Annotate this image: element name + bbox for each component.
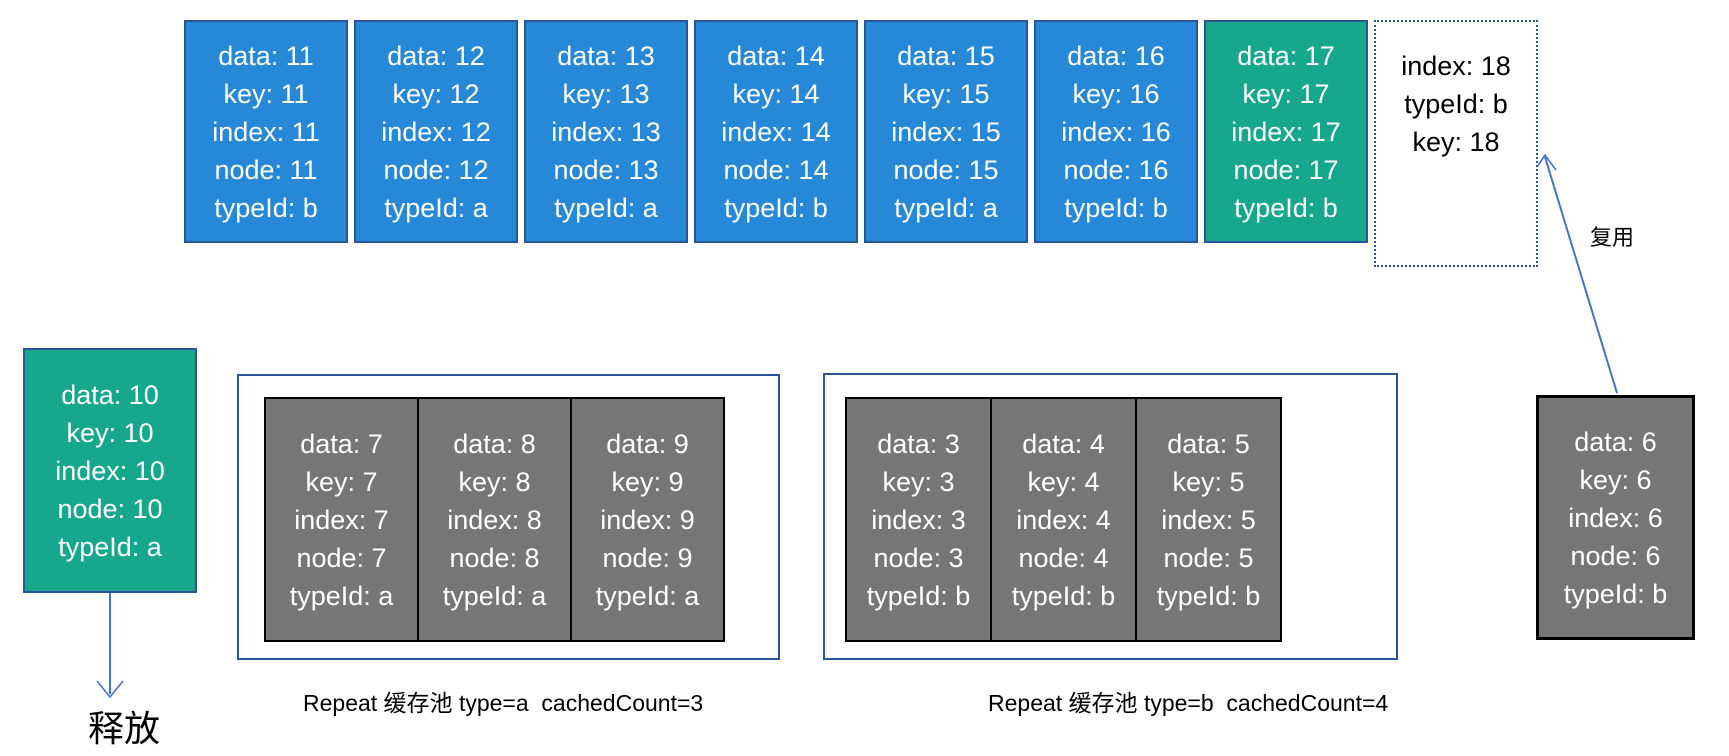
rendered-items-row: data: 11 key: 11 index: 11 node: 11 type… bbox=[184, 20, 1538, 267]
release-annotation: 释放 bbox=[88, 708, 161, 749]
card-text: data: 4 key: 4 index: 4 node: 4 typeId: … bbox=[1011, 428, 1116, 611]
cache-pool-b-label: Repeat 缓存池 type=b cachedCount=4 bbox=[988, 690, 1389, 716]
card-data-5: data: 5 key: 5 index: 5 node: 5 typeId: … bbox=[1135, 397, 1282, 642]
card-data-16: data: 16 key: 16 index: 16 node: 16 type… bbox=[1034, 20, 1198, 243]
card-text: data: 3 key: 3 index: 3 node: 3 typeId: … bbox=[866, 428, 971, 611]
card-text: index: 18 typeId: b key: 18 bbox=[1401, 51, 1511, 157]
card-text: data: 14 key: 14 index: 14 node: 14 type… bbox=[721, 40, 831, 223]
reused-card-6: data: 6 key: 6 index: 6 node: 6 typeId: … bbox=[1536, 395, 1695, 640]
card-data-13: data: 13 key: 13 index: 13 node: 13 type… bbox=[524, 20, 688, 243]
card-text: data: 5 key: 5 index: 5 node: 5 typeId: … bbox=[1156, 428, 1261, 611]
card-data-17: data: 17 key: 17 index: 17 node: 17 type… bbox=[1204, 20, 1368, 243]
card-text: data: 6 key: 6 index: 6 node: 6 typeId: … bbox=[1563, 426, 1668, 609]
card-text: data: 9 key: 9 index: 9 node: 9 typeId: … bbox=[595, 428, 700, 611]
card-text: data: 7 key: 7 index: 7 node: 7 typeId: … bbox=[289, 428, 394, 611]
released-card-10: data: 10 key: 10 index: 10 node: 10 type… bbox=[23, 348, 197, 593]
reuse-arrow bbox=[1532, 153, 1618, 394]
placeholder-card-18: index: 18 typeId: b key: 18 bbox=[1374, 20, 1538, 267]
cache-pool-type-a: data: 7 key: 7 index: 7 node: 7 typeId: … bbox=[237, 374, 780, 660]
card-text: data: 15 key: 15 index: 15 node: 15 type… bbox=[891, 40, 1001, 223]
card-data-3: data: 3 key: 3 index: 3 node: 3 typeId: … bbox=[845, 397, 992, 642]
reuse-annotation: 复用 bbox=[1590, 225, 1635, 250]
card-data-15: data: 15 key: 15 index: 15 node: 15 type… bbox=[864, 20, 1028, 243]
card-text: data: 10 key: 10 index: 10 node: 10 type… bbox=[55, 379, 165, 562]
card-text: data: 12 key: 12 index: 12 node: 12 type… bbox=[381, 40, 491, 223]
card-data-11: data: 11 key: 11 index: 11 node: 11 type… bbox=[184, 20, 348, 243]
cache-pool-type-b: data: 3 key: 3 index: 3 node: 3 typeId: … bbox=[823, 373, 1398, 660]
release-arrow bbox=[96, 593, 124, 699]
card-data-9: data: 9 key: 9 index: 9 node: 9 typeId: … bbox=[570, 397, 725, 642]
card-text: data: 11 key: 11 index: 11 node: 11 type… bbox=[212, 40, 320, 223]
cache-pool-a-label: Repeat 缓存池 type=a cachedCount=3 bbox=[303, 690, 704, 716]
card-text: data: 17 key: 17 index: 17 node: 17 type… bbox=[1231, 40, 1341, 223]
cache-pool-b-cards: data: 3 key: 3 index: 3 node: 3 typeId: … bbox=[845, 397, 1282, 642]
card-data-12: data: 12 key: 12 index: 12 node: 12 type… bbox=[354, 20, 518, 243]
card-data-4: data: 4 key: 4 index: 4 node: 4 typeId: … bbox=[990, 397, 1137, 642]
card-data-14: data: 14 key: 14 index: 14 node: 14 type… bbox=[694, 20, 858, 243]
card-data-7: data: 7 key: 7 index: 7 node: 7 typeId: … bbox=[264, 397, 419, 642]
card-text: data: 8 key: 8 index: 8 node: 8 typeId: … bbox=[442, 428, 547, 611]
card-text: data: 13 key: 13 index: 13 node: 13 type… bbox=[551, 40, 661, 223]
card-text: data: 16 key: 16 index: 16 node: 16 type… bbox=[1061, 40, 1171, 223]
card-data-8: data: 8 key: 8 index: 8 node: 8 typeId: … bbox=[417, 397, 572, 642]
cache-pool-a-cards: data: 7 key: 7 index: 7 node: 7 typeId: … bbox=[264, 397, 725, 642]
